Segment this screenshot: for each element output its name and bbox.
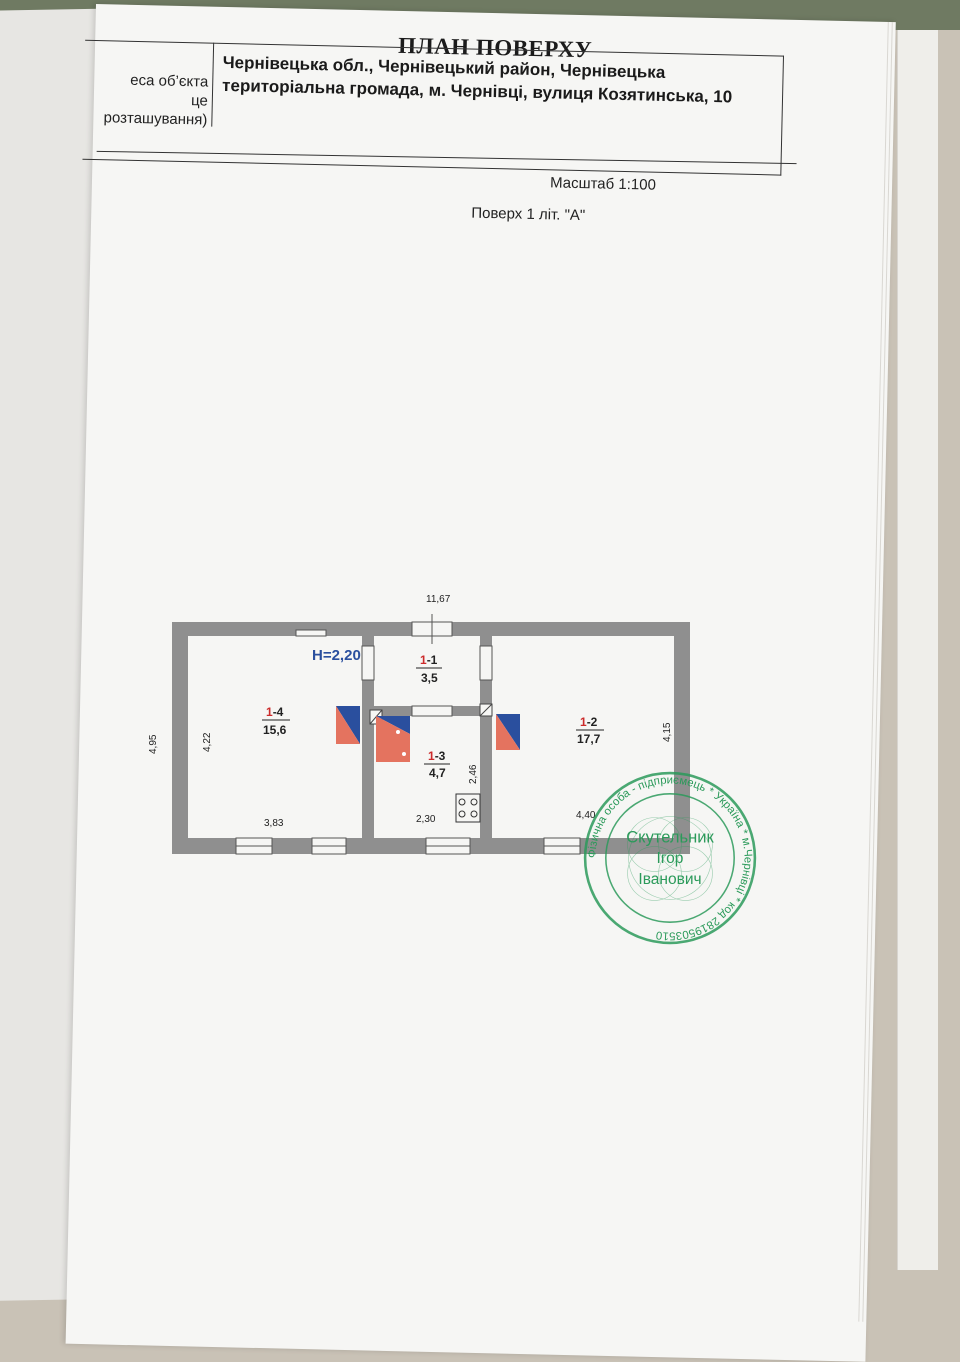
dim-right-room-width: 4,40 xyxy=(576,810,596,821)
object-address-label-line2: це розташування) xyxy=(103,92,209,129)
wall-bottom-1 xyxy=(172,838,236,854)
room-1-4-area: 15,6 xyxy=(263,723,287,737)
stoves xyxy=(336,706,520,762)
room-labels: 1-4 15,6 1-1 3,5 1-3 4,7 1-2 17,7 xyxy=(262,653,604,780)
page-edge-line xyxy=(858,21,889,1322)
wall-bottom-2 xyxy=(272,838,312,854)
room-1-3: 1-3 4,7 xyxy=(424,749,450,780)
door-1-3 xyxy=(411,705,453,717)
door-1-2 xyxy=(479,645,493,681)
dim-left-room-width: 3,83 xyxy=(264,818,284,829)
dim-total-height: 4,95 xyxy=(148,734,159,754)
wall-left xyxy=(172,622,188,854)
stamp-ornament xyxy=(627,816,713,901)
walls xyxy=(172,622,690,854)
page-stack-edge xyxy=(897,30,938,1270)
page-edge-line xyxy=(862,22,893,1322)
door-1-4 xyxy=(361,645,375,681)
wall-interior-mid-right xyxy=(452,706,492,716)
gas-cooker-icon xyxy=(455,793,481,823)
stamp-line3: Іванович xyxy=(638,871,701,888)
stove-room-1-2 xyxy=(496,714,520,750)
stamp-line2: Ігор xyxy=(657,850,684,867)
svg-text:1-3: 1-3 xyxy=(428,749,446,763)
room-1-1: 1-1 3,5 xyxy=(416,653,442,685)
wall-bottom-3 xyxy=(346,838,426,854)
dimensions: 11,67 4,95 4,22 4,15 3,83 2,30 2,46 4,40 xyxy=(148,594,673,829)
dim-mid-room-width: 2,30 xyxy=(416,814,436,825)
wall-top-right xyxy=(452,622,690,636)
dim-mid-room-height: 2,46 xyxy=(468,764,479,784)
floor-plan: 11,67 4,95 4,22 4,15 3,83 2,30 2,46 4,40… xyxy=(148,594,690,855)
official-stamp: Фізична особа - підприємець * Україна * … xyxy=(583,771,757,945)
svg-text:1-1: 1-1 xyxy=(420,653,438,667)
openings xyxy=(235,614,581,855)
ceiling-height-label: H=2,20 xyxy=(312,647,361,664)
floor-label: Поверх 1 літ. "А" xyxy=(471,204,586,225)
svg-text:1-2: 1-2 xyxy=(580,715,598,729)
wall-interior-right xyxy=(480,636,492,838)
wall-right xyxy=(674,624,690,854)
scale-label: Масштаб 1:100 xyxy=(549,174,657,194)
dim-total-width: 11,67 xyxy=(426,594,451,605)
svg-text:1-4: 1-4 xyxy=(266,705,284,719)
wall-interior-mid-left xyxy=(362,706,412,716)
room-1-3-area: 4,7 xyxy=(429,766,446,780)
stove-room-1-4 xyxy=(336,706,360,744)
wall-interior-left xyxy=(362,636,374,838)
wall-bottom-4 xyxy=(470,838,544,854)
wall-top-left xyxy=(172,622,412,636)
stamp-line1: Скутельник xyxy=(626,827,714,846)
room-1-2-area: 17,7 xyxy=(577,732,601,746)
dim-left-room-height: 4,22 xyxy=(202,732,213,752)
window-top xyxy=(295,629,327,637)
dim-right-room-height: 4,15 xyxy=(662,722,673,742)
object-address-label: еса об’єкта це розташування) xyxy=(87,70,208,130)
room-1-1-area: 3,5 xyxy=(421,671,438,685)
stove-room-1-3 xyxy=(376,716,410,762)
room-1-4: 1-4 15,6 xyxy=(262,705,290,737)
room-1-2: 1-2 17,7 xyxy=(576,715,604,746)
